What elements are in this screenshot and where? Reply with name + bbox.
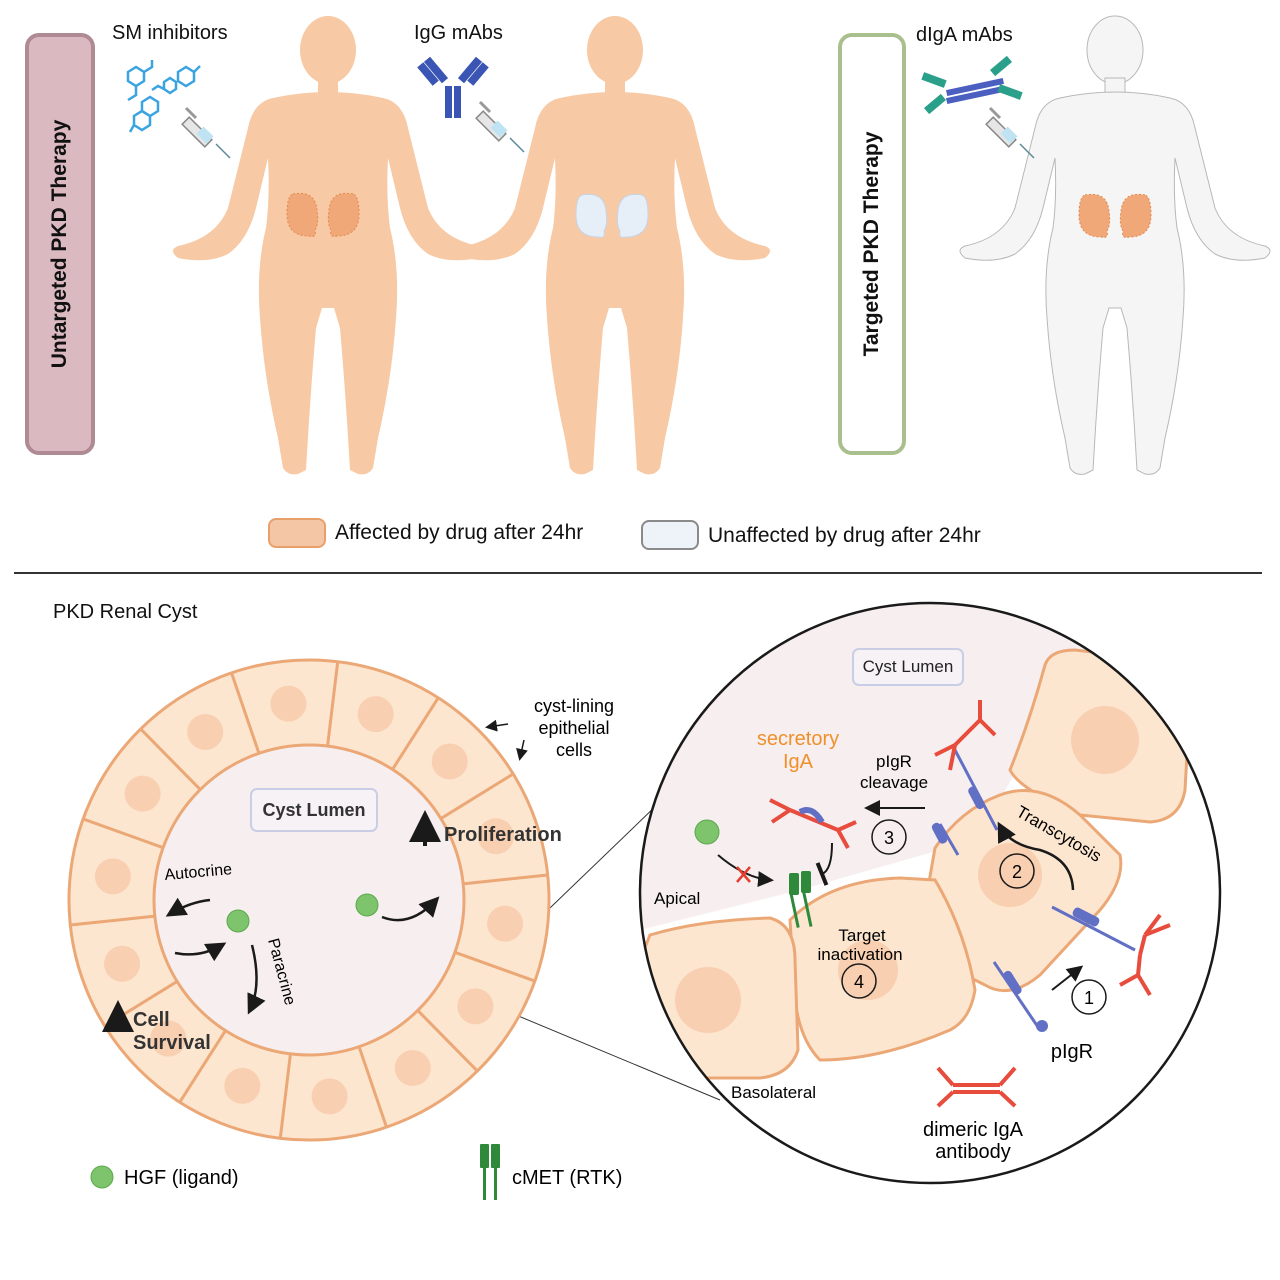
blocked-x-icon <box>736 866 751 883</box>
cell-boundary <box>416 1009 479 1073</box>
cell-boundary <box>178 1029 227 1104</box>
zoom-cyst-lumen-label-box: Cyst Lumen <box>852 648 964 686</box>
untargeted-therapy-label-box: Untargeted PKD Therapy <box>25 33 95 455</box>
step-1-badge <box>1071 979 1107 1015</box>
hgf-ligand-icon <box>90 1165 114 1189</box>
transcytosis-arrow <box>997 821 1075 891</box>
diga-mabs-label: dIgA mAbs <box>916 24 1013 46</box>
cyst-lumen-label: Cyst Lumen <box>262 800 366 820</box>
cell-boundary <box>391 696 440 771</box>
dimeric-iga-icon <box>936 1066 1017 1108</box>
cell-boundary <box>82 817 164 850</box>
basolateral-label: Basolateral <box>731 1083 816 1102</box>
legend-affected-label: Affected by drug after 24hr <box>335 521 584 544</box>
cell-nucleus <box>150 1020 187 1057</box>
autocrine-label: Autocrine <box>164 861 233 884</box>
pigr-cleavage-label-line2: cleavage <box>860 773 928 792</box>
hgf-ligand-icon <box>355 893 379 917</box>
cell-nucleus <box>477 818 514 855</box>
annotation-arrow <box>516 739 528 761</box>
step-2-number: 2 <box>1012 862 1022 882</box>
pigr-fragment-icon <box>931 822 960 856</box>
target-inactivation-label-line2: inactivation <box>817 945 902 964</box>
cell-nucleus <box>311 1078 348 1115</box>
legend-unaffected-label: Unaffected by drug after 24hr <box>708 524 981 547</box>
targeted-therapy-label-box: Targeted PKD Therapy <box>838 33 906 455</box>
step-4-number: 4 <box>854 972 864 992</box>
zoom-cyst-lumen-label: Cyst Lumen <box>862 657 954 676</box>
cell-boundary <box>454 950 536 983</box>
cell-survival-label-line1: Cell <box>133 1009 170 1031</box>
cell-nucleus <box>187 713 224 750</box>
section-divider <box>14 572 1262 574</box>
cell-nucleus <box>224 1067 261 1104</box>
proliferation-label: Proliferation <box>444 824 562 846</box>
zoom-circle <box>638 601 1222 1185</box>
step-3-number: 3 <box>884 828 894 848</box>
step-2-badge <box>999 853 1035 889</box>
igg-mabs-label: IgG mAbs <box>414 22 503 44</box>
secretory-iga-label-line2: IgA <box>783 751 814 773</box>
igg-antibody-icon <box>417 56 489 118</box>
cell-nucleus <box>487 905 524 942</box>
pigr-cleavage-label-line1: pIgR <box>876 752 912 771</box>
cell-boundary <box>440 772 514 820</box>
cell-nucleus <box>270 685 307 722</box>
target-inactivation-label-line1: Target <box>838 926 886 945</box>
pigr-receptor-icon <box>992 961 1048 1032</box>
dimeric-iga-label-line2: antibody <box>935 1141 1011 1163</box>
small-molecule-icon <box>126 60 201 133</box>
cell-nucleus <box>457 988 494 1025</box>
dimeric-iga-label-line1: dimeric IgA <box>923 1119 1024 1141</box>
cyst-lining-label-line1: cyst-lining <box>534 696 614 716</box>
legend-affected-swatch <box>268 518 326 548</box>
cell-nucleus <box>94 858 131 895</box>
cyst-lining-label-line3: cells <box>556 740 592 760</box>
hgf-to-cell-arrow <box>381 896 440 922</box>
step-3-badge <box>871 819 907 855</box>
autocrine-return-arrow <box>174 942 227 962</box>
cell-boundary <box>357 1046 388 1128</box>
cell-nucleus <box>104 945 141 982</box>
cell-boundary <box>278 1053 292 1139</box>
annotation-arrow <box>485 719 509 732</box>
paracrine-arrow <box>247 944 266 1015</box>
cmet-receptor-icon <box>789 871 813 928</box>
hgf-ligand-icon <box>694 819 720 845</box>
cyst-lining-label-line2: epithelial <box>538 718 609 738</box>
step-4-badge <box>841 963 877 999</box>
secretory-iga-label-line1: secretory <box>757 728 839 750</box>
zoom-detail: 1 2 3 4 secretory IgA pIgR cleavage Tran… <box>640 603 1220 1183</box>
inhibition-arrow <box>815 842 833 886</box>
cyst-lumen-label-box: Cyst Lumen <box>250 788 378 832</box>
cell-boundary <box>139 727 202 791</box>
cell-boundary <box>462 873 548 886</box>
cmet-legend-label: cMET (RTK) <box>512 1167 622 1189</box>
sm-inhibitors-label: SM inhibitors <box>112 22 228 44</box>
hgf-ligand-icon <box>226 909 250 933</box>
top-illustration <box>126 15 1271 475</box>
pigr-iga-complex-icon <box>1051 905 1171 997</box>
step-1-number: 1 <box>1084 988 1094 1008</box>
cell-nucleus <box>394 1050 431 1087</box>
legend-unaffected-swatch <box>641 520 699 550</box>
secretory-iga-icon <box>769 798 857 849</box>
diga-antibody-icon <box>921 55 1023 115</box>
section-title: PKD Renal Cyst <box>53 601 198 623</box>
apical-label: Apical <box>654 889 700 908</box>
pigr-iga-complex-icon <box>934 700 999 831</box>
cell-nucleus <box>431 743 468 780</box>
hgf-legend-label: HGF (ligand) <box>124 1167 238 1189</box>
cell-boundary <box>70 914 156 927</box>
cmet-receptor-icon <box>480 1144 500 1200</box>
cell-boundary <box>230 672 261 754</box>
cell-nucleus <box>357 696 394 733</box>
step1-arrow <box>1051 965 1084 991</box>
cyst-ring <box>67 658 551 1142</box>
pigr-label: pIgR <box>1051 1041 1093 1063</box>
autocrine-arrow <box>165 897 211 917</box>
cell-boundary <box>326 661 340 747</box>
cell-survival-label-line2: Survival <box>133 1032 211 1054</box>
cell-nucleus <box>124 775 161 812</box>
